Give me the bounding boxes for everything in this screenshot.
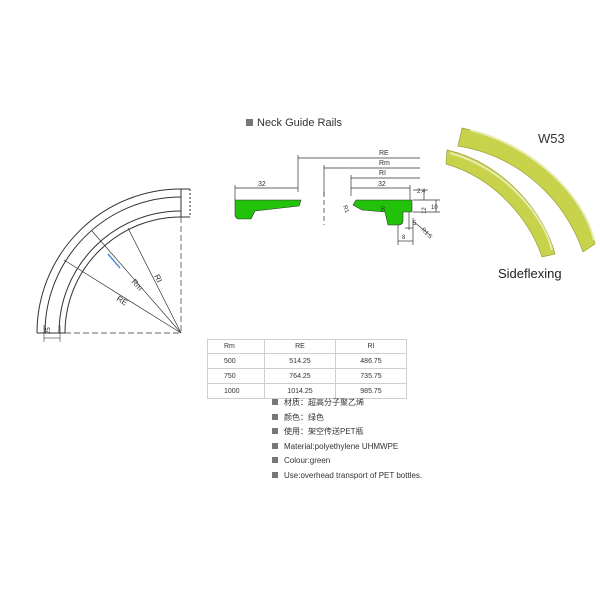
bullet-square-icon (272, 457, 278, 463)
rail-inner-arc (58, 210, 182, 334)
label-dim-r1: R1 (341, 205, 349, 215)
label-dim-24: 2.4 (417, 189, 426, 195)
label-dim-10: 10 (431, 205, 438, 211)
label-ri: RI (152, 273, 164, 284)
label-profile-ri: RI (379, 170, 386, 177)
bullet-square-icon (272, 428, 278, 434)
notes-list: 材质：超高分子聚乙烯 颜色：绿色 使用：架空传送PET瓶 Material:po… (272, 396, 422, 483)
product-code: W53 (538, 131, 565, 146)
label-profile-re: RE (379, 150, 389, 157)
list-item: 使用：架空传送PET瓶 (272, 425, 422, 440)
bullet-square-icon (272, 413, 278, 420)
rail-outer-inner-arc (44, 196, 182, 334)
product-rail-inner (445, 149, 556, 258)
table-cell: 500 (207, 353, 265, 369)
table-header-cell: Rm (207, 339, 265, 354)
section-title-text: Neck Guide Rails (257, 117, 342, 129)
table-header-cell: RI (335, 339, 407, 354)
radius-line-ri (127, 227, 182, 334)
table-row: 750 764.25 735.75 (207, 368, 411, 384)
radius-line-rm (91, 230, 182, 334)
table-row: 1000 1014.25 985.75 (207, 383, 411, 399)
product-rail-outer (457, 127, 596, 253)
table-cell: 750 (207, 368, 265, 384)
section-title: Neck Guide Rails (246, 117, 342, 129)
table-cell: 764.25 (264, 368, 336, 384)
rail-outer-arc (36, 188, 182, 334)
bullet-square-icon (246, 119, 253, 126)
bullet-square-icon (272, 399, 278, 405)
list-item: Use:overhead transport of PET bottles. (272, 469, 422, 484)
list-item: Colour:green (272, 454, 422, 469)
table-cell: 985.75 (335, 383, 407, 399)
bullet-square-icon (272, 442, 278, 449)
list-item: 颜色：绿色 (272, 411, 422, 426)
list-item: Material:polyethylene UHMWPE (272, 440, 422, 455)
right-rail-profile (352, 199, 413, 226)
label-left-width: 32 (258, 181, 266, 188)
table-header-cell: RE (264, 339, 336, 354)
label-dim-8: 8 (402, 235, 406, 241)
label-dim-r: R (381, 207, 386, 213)
left-rail-profile (234, 199, 302, 220)
table-header-row: Rm RE RI (207, 339, 411, 354)
rail-inner-inner-arc (64, 216, 182, 334)
table-cell: 486.75 (335, 353, 407, 369)
product-type: Sideflexing (498, 266, 562, 281)
table-cell: 735.75 (335, 368, 407, 384)
table-cell: 514.25 (264, 353, 336, 369)
table-cell: 1000 (207, 383, 265, 399)
bullet-square-icon (272, 471, 278, 478)
spec-table: Rm RE RI 500 514.25 486.75 750 764.25 73… (207, 339, 411, 399)
label-right-width: 32 (378, 181, 386, 188)
table-row: 500 514.25 486.75 (207, 353, 411, 369)
label-width: 25 (46, 327, 52, 334)
label-dim-5: 5 (413, 221, 417, 227)
radius-line-re (63, 259, 182, 334)
list-item: 材质：超高分子聚乙烯 (272, 396, 422, 411)
label-dim-12: 12 (422, 207, 428, 214)
label-profile-rm: Rm (379, 160, 390, 167)
